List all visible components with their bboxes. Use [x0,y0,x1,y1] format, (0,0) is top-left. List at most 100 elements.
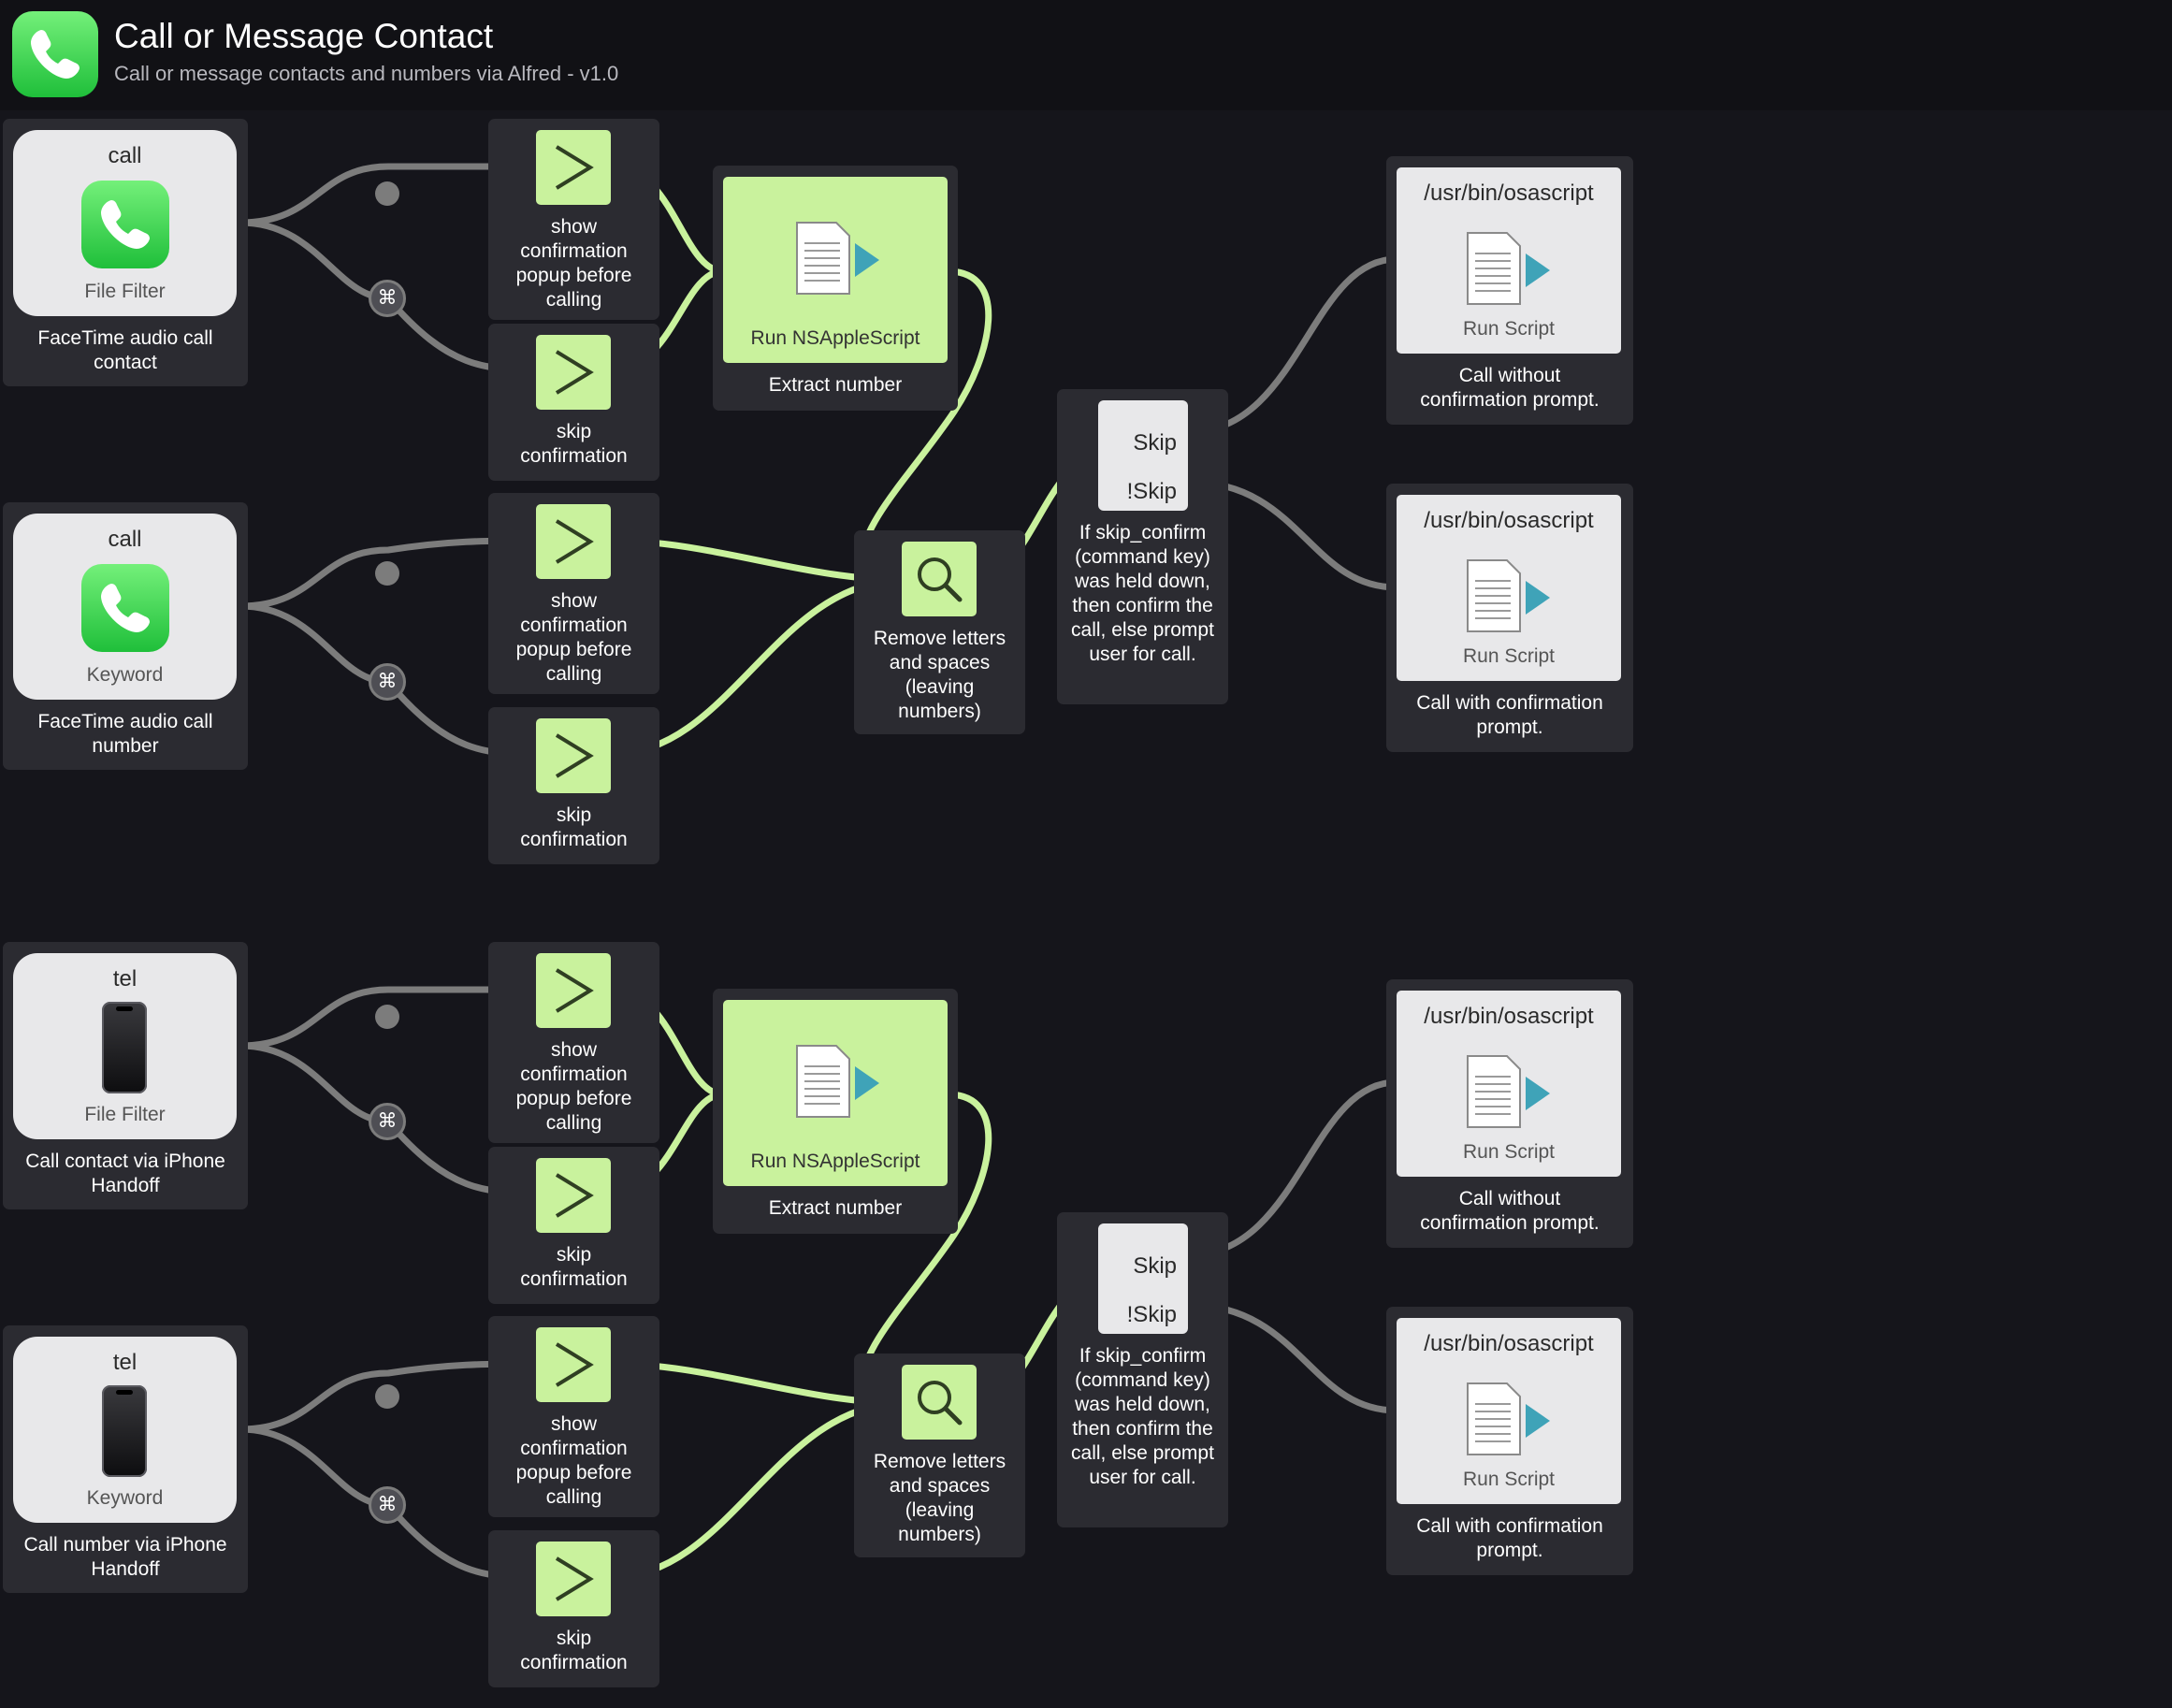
run-script-tile[interactable]: /usr/bin/osascript Run Script [1397,495,1621,681]
trigger-tile[interactable]: call Keyword [13,514,237,700]
node-label: Remove letters and spaces (leaving numbe… [873,1451,1006,1545]
run-script-node[interactable]: /usr/bin/osascript Run Script Call witho… [1386,156,1633,425]
node-label: show confirmation popup before calling [515,1039,632,1134]
command-key-icon[interactable]: ⌘ [369,1486,406,1524]
node-label: show confirmation popup before calling [515,590,632,685]
run-script-node[interactable]: /usr/bin/osascript Run Script Call with … [1386,1307,1633,1575]
command-key-icon[interactable]: ⌘ [369,280,406,317]
trigger-tile[interactable]: tel Keyword [13,1337,237,1523]
run-script-tile[interactable]: /usr/bin/osascript Run Script [1397,991,1621,1177]
args-tile[interactable] [536,130,611,205]
args-tile[interactable] [536,953,611,1028]
conditional-node[interactable]: Skip !Skip If skip_confirm (command key)… [1057,1212,1228,1527]
filter-tile[interactable] [902,1365,977,1440]
script-path: /usr/bin/osascript [1424,181,1594,206]
script-title: Run NSAppleScript [750,1151,920,1172]
run-script-title: Run Script [1462,318,1556,340]
connection-dot[interactable] [375,181,399,206]
script-tile[interactable]: Run NSAppleScript [723,177,948,363]
run-script-title: Run Script [1462,645,1556,667]
node-label: Call with confirmation prompt. [1416,692,1603,738]
conditional-tile[interactable]: Skip !Skip [1098,1223,1188,1334]
node-label: skip confirmation [520,1628,628,1673]
node-label: If skip_confirm (command key) was held d… [1071,1345,1214,1488]
args-node-skip-confirmation[interactable]: skip confirmation [488,324,659,481]
conditional-tile[interactable]: Skip !Skip [1098,400,1188,511]
script-title: Run NSAppleScript [750,327,920,349]
connection-dot[interactable] [375,561,399,586]
filter-tile[interactable] [902,542,977,616]
args-node-skip-confirmation[interactable]: skip confirmation [488,1147,659,1304]
script-document-icon [1467,232,1550,305]
args-tile[interactable] [536,1158,611,1233]
magnifier-icon [918,557,963,602]
conditional-node[interactable]: Skip !Skip If skip_confirm (command key)… [1057,389,1228,704]
script-path: /usr/bin/osascript [1424,1004,1594,1029]
workflow-subtitle: Call or message contacts and numbers via… [114,62,619,85]
trigger-node-iphone-contact[interactable]: tel File Filter Call contact via iPhone … [3,942,248,1209]
node-label: Call number via iPhone Handoff [23,1534,227,1580]
magnifier-icon [918,1381,963,1426]
condition-not-skip[interactable]: !Skip [1126,1302,1177,1327]
trigger-keyword: tel [112,1350,138,1375]
condition-not-skip[interactable]: !Skip [1126,479,1177,504]
run-script-tile[interactable]: /usr/bin/osascript Run Script [1397,1318,1621,1504]
command-key-icon[interactable]: ⌘ [369,663,406,701]
script-document-icon [1467,559,1550,632]
nsapplescript-node[interactable]: Run NSAppleScript Extract number [713,166,958,411]
condition-skip[interactable]: Skip [1133,1253,1177,1279]
node-label: Call with confirmation prompt. [1416,1515,1603,1561]
run-script-tile[interactable]: /usr/bin/osascript Run Script [1397,167,1621,354]
trigger-tile[interactable]: tel File Filter [13,953,237,1139]
replace-filter-node[interactable]: Remove letters and spaces (leaving numbe… [854,530,1025,734]
trigger-type: Keyword [86,1487,164,1509]
script-document-icon [796,1045,879,1118]
args-tile[interactable] [536,1327,611,1402]
command-key-icon[interactable]: ⌘ [369,1103,406,1140]
args-node-show-confirmation[interactable]: show confirmation popup before calling [488,1316,659,1517]
node-label: If skip_confirm (command key) was held d… [1071,522,1214,665]
phone-icon [81,181,169,268]
phone-icon [12,11,98,97]
trigger-node-facetime-contact[interactable]: call File Filter FaceTime audio call con… [3,119,248,386]
node-label: skip confirmation [520,804,628,850]
args-tile[interactable] [536,1542,611,1616]
run-script-title: Run Script [1462,1141,1556,1163]
args-node-show-confirmation[interactable]: show confirmation popup before calling [488,942,659,1143]
script-tile[interactable]: Run NSAppleScript [723,1000,948,1186]
run-script-node[interactable]: /usr/bin/osascript Run Script Call with … [1386,484,1633,752]
args-tile[interactable] [536,335,611,410]
trigger-tile[interactable]: call File Filter [13,130,237,316]
script-document-icon [1467,1055,1550,1128]
trigger-node-facetime-number[interactable]: call Keyword FaceTime audio call number [3,502,248,770]
args-node-skip-confirmation[interactable]: skip confirmation [488,707,659,864]
trigger-keyword: call [108,527,142,552]
node-label: show confirmation popup before calling [515,1413,632,1508]
args-node-show-confirmation[interactable]: show confirmation popup before calling [488,119,659,320]
node-label: FaceTime audio call contact [37,327,213,373]
replace-filter-node[interactable]: Remove letters and spaces (leaving numbe… [854,1353,1025,1557]
connection-dot[interactable] [375,1384,399,1409]
trigger-keyword: tel [112,966,138,992]
run-script-node[interactable]: /usr/bin/osascript Run Script Call witho… [1386,979,1633,1248]
iphone-icon [102,1385,147,1477]
args-tile[interactable] [536,504,611,579]
trigger-keyword: call [108,143,142,168]
script-path: /usr/bin/osascript [1424,508,1594,533]
run-script-title: Run Script [1462,1469,1556,1490]
args-node-show-confirmation[interactable]: show confirmation popup before calling [488,493,659,694]
condition-skip[interactable]: Skip [1133,430,1177,456]
args-node-skip-confirmation[interactable]: skip confirmation [488,1530,659,1687]
nsapplescript-node[interactable]: Run NSAppleScript Extract number [713,989,958,1234]
trigger-type: File Filter [84,281,166,302]
trigger-type: Keyword [86,664,164,686]
args-tile[interactable] [536,718,611,793]
script-document-icon [796,222,879,295]
workflow-header: Call or Message Contact Call or message … [0,0,2172,110]
node-label: Call without confirmation prompt. [1420,1188,1600,1234]
trigger-type: File Filter [84,1104,166,1125]
node-label: skip confirmation [520,421,628,467]
trigger-node-iphone-number[interactable]: tel Keyword Call number via iPhone Hando… [3,1325,248,1593]
connection-dot[interactable] [375,1005,399,1029]
workflow-title: Call or Message Contact [114,17,494,55]
